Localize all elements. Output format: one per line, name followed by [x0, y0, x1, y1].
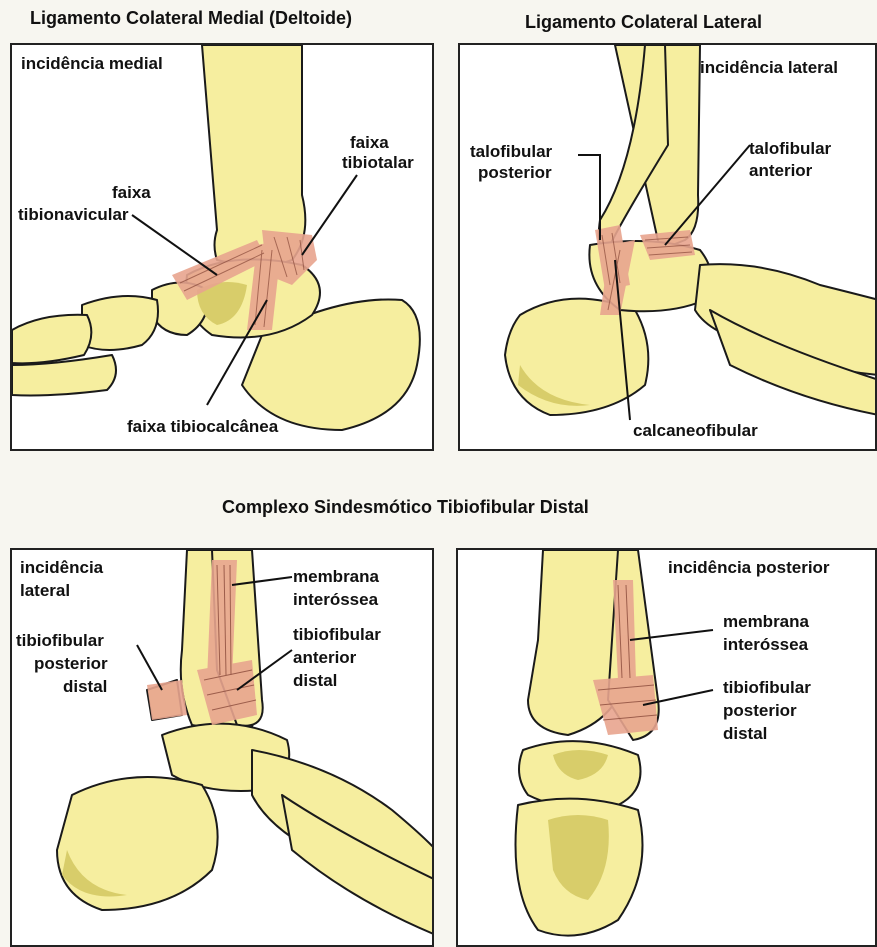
label-posterior-view: incidência posterior: [668, 558, 830, 578]
title-syndesmotic-complex: Complexo Sindesmótico Tibiofibular Dista…: [222, 497, 589, 518]
label-band-tibionavicular-2: tibionavicular: [18, 205, 129, 225]
label-band-tibiocalcaneal: faixa tibiocalcânea: [127, 417, 278, 437]
lateral-ankle-illustration: [460, 45, 877, 451]
label-post-interosseous-membrane-1: membrana: [723, 612, 809, 632]
label-interosseous-membrane-1: membrana: [293, 567, 379, 587]
medial-ankle-illustration: [12, 45, 434, 451]
label-anterior-talofibular-2: anterior: [749, 161, 812, 181]
label-anterior-tibiofibular-3: distal: [293, 671, 337, 691]
label-anterior-tibiofibular-1: tibiofibular: [293, 625, 381, 645]
title-medial-collateral: Ligamento Colateral Medial (Deltoide): [30, 8, 352, 29]
label-syndesmosis-lateral-view-1: incidência: [20, 558, 103, 578]
label-anterior-talofibular-1: talofibular: [749, 139, 831, 159]
label-post-tibiofibular-3: distal: [723, 724, 767, 744]
label-band-tibionavicular-1: faixa: [112, 183, 151, 203]
label-posterior-talofibular-1: talofibular: [470, 142, 552, 162]
panel-syndesmosis-posterior-view: incidência posterior membrana interóssea…: [456, 548, 877, 947]
label-posterior-tibiofibular-3: distal: [63, 677, 107, 697]
label-band-tibiotalar-1: faixa: [350, 133, 389, 153]
label-calcaneofibular: calcaneofibular: [633, 421, 758, 441]
label-posterior-tibiofibular-2: posterior: [34, 654, 108, 674]
panel-syndesmosis-lateral-view: incidência lateral membrana interóssea t…: [10, 548, 434, 947]
label-posterior-tibiofibular-1: tibiofibular: [16, 631, 104, 651]
label-anterior-tibiofibular-2: anterior: [293, 648, 356, 668]
label-lateral-view: incidência lateral: [700, 58, 838, 78]
panel-medial-view: incidência medial faixa tibiotalar faixa…: [10, 43, 434, 451]
title-lateral-collateral: Ligamento Colateral Lateral: [525, 12, 762, 33]
label-posterior-talofibular-2: posterior: [478, 163, 552, 183]
panel-lateral-view: incidência lateral talofibular posterior…: [458, 43, 877, 451]
label-syndesmosis-lateral-view-2: lateral: [20, 581, 70, 601]
label-post-tibiofibular-2: posterior: [723, 701, 797, 721]
label-medial-view: incidência medial: [21, 54, 163, 74]
label-interosseous-membrane-2: interóssea: [293, 590, 378, 610]
label-post-interosseous-membrane-2: interóssea: [723, 635, 808, 655]
label-band-tibiotalar-2: tibiotalar: [342, 153, 414, 173]
label-post-tibiofibular-1: tibiofibular: [723, 678, 811, 698]
syndesmosis-posterior-illustration: [458, 550, 877, 947]
